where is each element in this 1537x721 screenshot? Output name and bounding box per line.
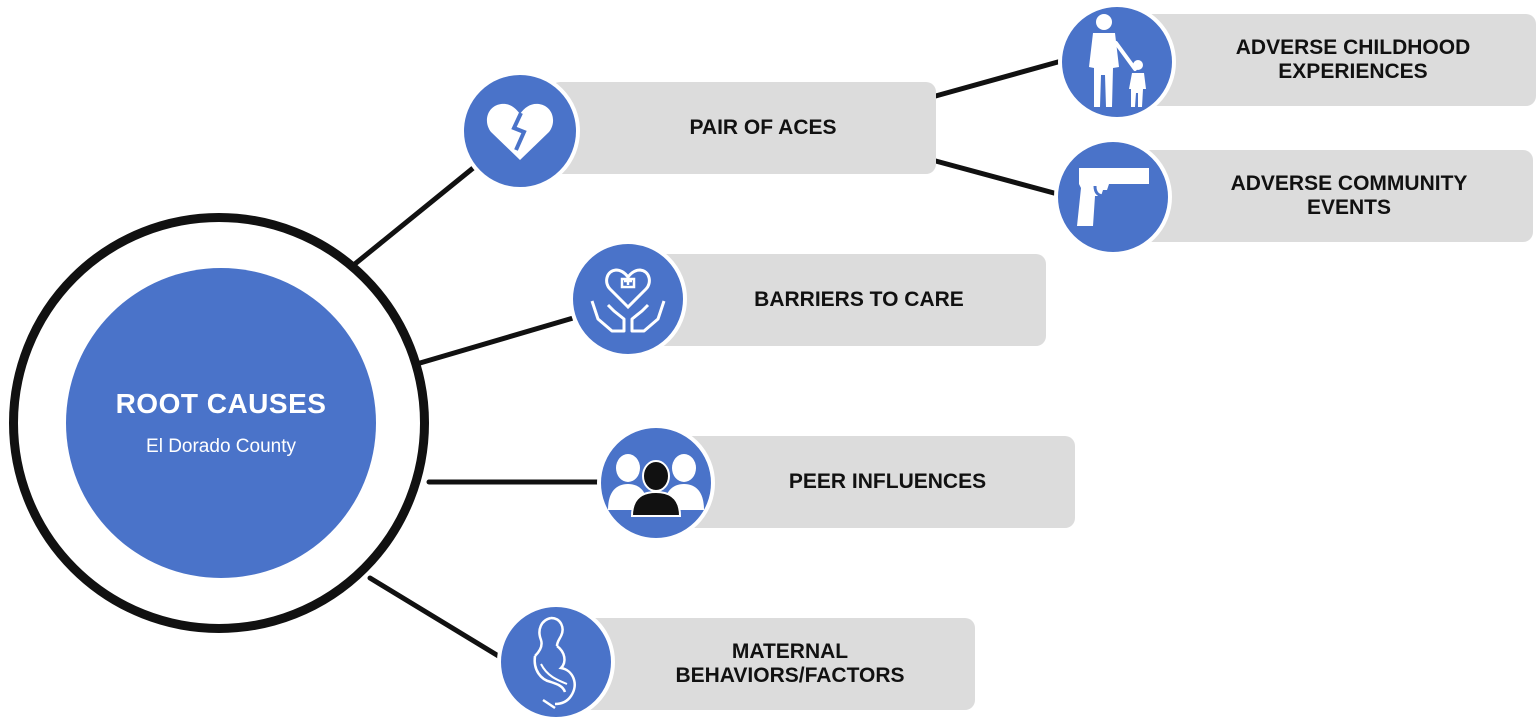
hands-heart-icon (569, 240, 687, 358)
node-adverse-childhood-label: ADVERSE CHILDHOOD EXPERIENCES (1235, 36, 1471, 83)
connector-root-pair-of-aces (342, 157, 486, 275)
pregnant-woman-icon (497, 603, 615, 721)
handgun-icon (1054, 138, 1172, 256)
broken-heart-icon (460, 71, 580, 191)
node-peer-influences: PEER INFLUENCES (680, 436, 1075, 528)
node-barriers-to-care: BARRIERS TO CARE (652, 254, 1046, 346)
parent-child-icon (1058, 3, 1176, 121)
connector-aces-community (929, 157, 1068, 199)
node-peer-influences-label: PEER INFLUENCES (788, 470, 987, 494)
root-title: ROOT CAUSES (115, 388, 327, 419)
connector-root-maternal-behaviors (367, 575, 508, 663)
node-barriers-to-care-label: BARRIERS TO CARE (754, 288, 964, 312)
node-maternal-behaviors: MATERNAL BEHAVIORS/FACTORS (575, 618, 975, 710)
root-subtitle: El Dorado County (146, 436, 296, 457)
node-adverse-community-label: ADVERSE COMMUNITY EVENTS (1230, 172, 1468, 219)
connector-aces-childhood (929, 57, 1068, 100)
node-adverse-childhood: ADVERSE CHILDHOOD EXPERIENCES (1140, 14, 1536, 106)
people-group-icon (597, 424, 715, 542)
node-pair-of-aces: PAIR OF ACES (550, 82, 936, 174)
node-adverse-community: ADVERSE COMMUNITY EVENTS (1135, 150, 1533, 242)
node-pair-of-aces-label: PAIR OF ACES (689, 116, 837, 140)
root-node: ROOT CAUSES El Dorado County (66, 268, 376, 578)
node-maternal-behaviors-label: MATERNAL BEHAVIORS/FACTORS (675, 640, 905, 687)
connector-root-barriers-to-care (417, 313, 583, 366)
